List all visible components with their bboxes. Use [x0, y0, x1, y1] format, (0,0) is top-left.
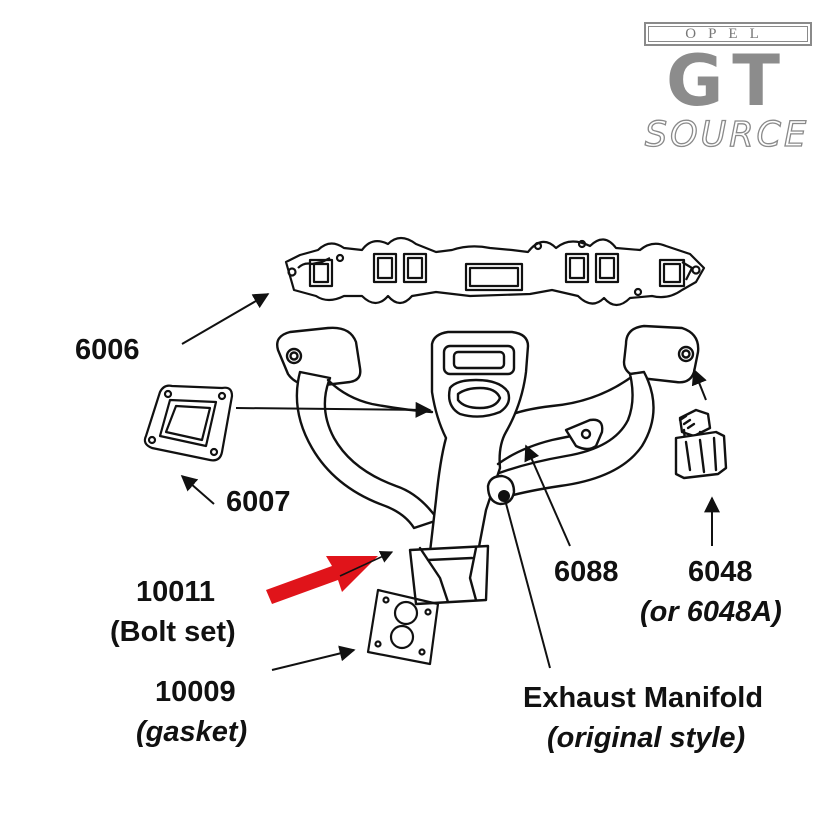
- outlet-gasket-drawing: [366, 588, 440, 666]
- label-manifold-title: Exhaust Manifold: [523, 682, 764, 714]
- label-6006: 6006: [75, 334, 140, 366]
- arrow-manifold-title: [503, 495, 551, 669]
- leader-lines: [180, 293, 720, 671]
- bolt-set-highlight-arrow: [266, 556, 378, 604]
- logo-model: GT: [666, 40, 790, 122]
- label-manifold-desc: (original style): [547, 722, 746, 754]
- flange-gasket-drawing: [143, 384, 234, 462]
- arrow-10011-leader: [339, 551, 394, 577]
- arrow-10009: [271, 645, 356, 671]
- label-10009: 10009: [155, 676, 236, 708]
- arrow-6088: [524, 444, 571, 547]
- logo-tagline: SOURCE: [644, 115, 810, 155]
- logo-brand: OPEL: [644, 22, 812, 46]
- label-bolt-set: (Bolt set): [110, 616, 236, 648]
- arrow-6006: [181, 293, 270, 345]
- header-gasket-drawing: [284, 236, 706, 307]
- label-6048a: (or 6048A): [640, 596, 782, 628]
- label-gasket: (gasket): [136, 716, 248, 748]
- label-6007: 6007: [226, 486, 291, 518]
- label-6048: 6048: [688, 556, 753, 588]
- arrow-6007-to-manifold: [235, 401, 432, 418]
- arrow-6007: [180, 474, 215, 505]
- opel-gt-source-logo: OPEL GT SOURCE: [632, 18, 822, 158]
- label-6088: 6088: [554, 556, 619, 588]
- label-10011: 10011: [136, 576, 216, 608]
- arrow-6048-top: [691, 368, 707, 401]
